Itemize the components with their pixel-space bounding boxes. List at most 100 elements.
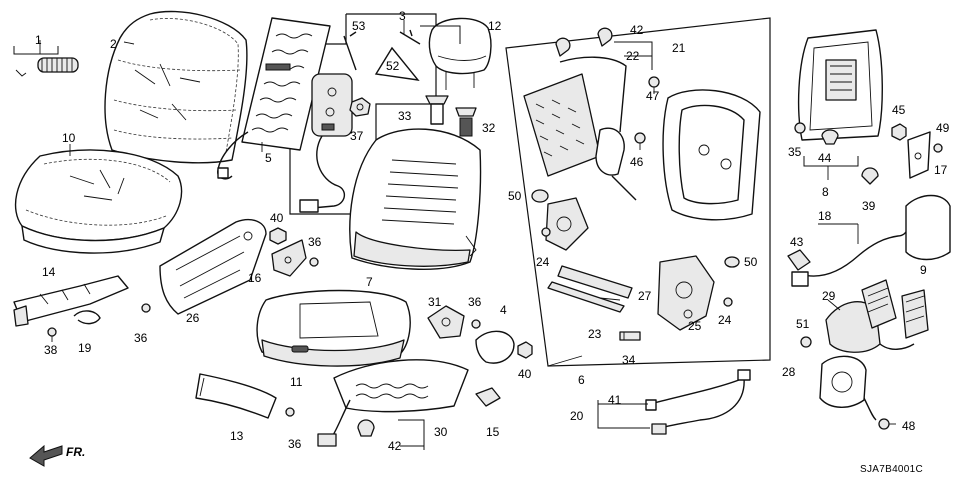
callout-40a: 40 xyxy=(270,211,284,225)
part-22-42-clips xyxy=(555,27,613,57)
part-46-screw xyxy=(634,132,646,150)
part-33-guide xyxy=(425,95,449,125)
part-49-screw xyxy=(933,143,943,153)
callout-14: 14 xyxy=(42,265,56,279)
callout-10: 10 xyxy=(62,131,76,145)
part-9-cover xyxy=(905,194,951,261)
callout-48: 48 xyxy=(902,419,916,433)
callout-38: 38 xyxy=(44,343,58,357)
part-5-seatback-heater xyxy=(217,17,331,180)
part-21-lumbar-support xyxy=(523,56,637,201)
callout-39: 39 xyxy=(862,199,876,213)
part-30-cushion-heater xyxy=(317,359,469,447)
part-36-bolts xyxy=(141,257,481,417)
callout-28: 28 xyxy=(782,365,796,379)
part-24-recliner xyxy=(541,197,733,307)
callout-42a: 42 xyxy=(630,23,644,37)
callout-1: 1 xyxy=(35,33,42,47)
callout-34: 34 xyxy=(622,353,636,367)
callout-36b: 36 xyxy=(134,331,148,345)
part-20-harness xyxy=(645,369,751,435)
callout-5: 5 xyxy=(265,151,272,165)
callout-8: 8 xyxy=(822,185,829,199)
callout-51: 51 xyxy=(796,317,810,331)
front-direction-arrow xyxy=(29,444,63,467)
callout-12: 12 xyxy=(488,19,502,33)
part-40-nut-upper xyxy=(269,227,287,245)
part-50-grommets xyxy=(531,189,740,268)
part-39-clip xyxy=(861,167,879,185)
diagram-code: SJA7B4001C xyxy=(860,464,923,475)
part-17-bracket xyxy=(907,131,931,179)
part-26-outer-cover xyxy=(159,218,267,315)
callout-36c: 36 xyxy=(468,295,482,309)
callout-45: 45 xyxy=(892,103,906,117)
part-38-bolt xyxy=(47,327,57,342)
part-19-rod xyxy=(73,310,101,325)
part-2-seatback-cover xyxy=(104,10,248,164)
part-13-front-trim xyxy=(195,373,277,419)
callout-42b: 42 xyxy=(388,439,402,453)
part-42-clip-lower xyxy=(357,419,375,437)
part-48-screw xyxy=(878,418,896,430)
callout-30: 30 xyxy=(434,425,448,439)
callout-32: 32 xyxy=(482,121,496,135)
callout-18: 18 xyxy=(818,209,832,223)
part-31-knob-base xyxy=(427,305,465,339)
part-1-clip-spring xyxy=(13,40,79,77)
callout-36d: 36 xyxy=(288,437,302,451)
callout-11: 11 xyxy=(290,375,303,389)
callout-53: 53 xyxy=(352,19,366,33)
callout-2: 2 xyxy=(110,37,117,51)
callout-44: 44 xyxy=(818,151,832,165)
callout-41: 41 xyxy=(608,393,622,407)
callout-26: 26 xyxy=(186,311,200,325)
callout-29: 29 xyxy=(822,289,836,303)
part-18-harness xyxy=(787,209,912,287)
callout-43: 43 xyxy=(790,235,804,249)
leader-lines xyxy=(398,25,859,450)
part-12-headrest xyxy=(428,17,492,90)
callout-36a: 36 xyxy=(308,235,322,249)
callout-20: 20 xyxy=(570,409,584,423)
callout-50a: 50 xyxy=(508,189,522,203)
part-14-rail-cover xyxy=(13,275,129,327)
callout-13: 13 xyxy=(230,429,244,443)
callout-25: 25 xyxy=(688,319,702,333)
callout-24b: 24 xyxy=(718,313,732,327)
callout-16: 16 xyxy=(248,271,262,285)
callout-19: 19 xyxy=(78,341,92,355)
part-8-back-panel xyxy=(797,29,883,141)
part-47-screw xyxy=(648,76,660,94)
callout-15: 15 xyxy=(486,425,500,439)
callout-33: 33 xyxy=(398,109,412,123)
callout-22: 22 xyxy=(626,49,640,63)
frame-group-outline xyxy=(505,17,771,367)
callout-17: 17 xyxy=(934,163,948,177)
part-27-23-rods xyxy=(547,265,633,313)
seatback-frame xyxy=(662,89,761,221)
callout-37: 37 xyxy=(350,129,364,143)
callout-40b: 40 xyxy=(518,367,532,381)
part-16-bracket xyxy=(271,239,307,277)
callout-6: 6 xyxy=(578,373,585,387)
callout-35: 35 xyxy=(788,145,802,159)
part-45-nut xyxy=(891,123,907,141)
part-40-nut-lower xyxy=(517,341,533,359)
callout-9: 9 xyxy=(920,263,927,277)
part-10-cushion-cover xyxy=(14,144,183,254)
part-3-harness xyxy=(299,20,421,213)
part-44-clips xyxy=(794,122,839,145)
part-32-guide xyxy=(455,107,477,137)
callout-52: 52 xyxy=(386,59,400,73)
callout-50b: 50 xyxy=(744,255,758,269)
part-34-bolt xyxy=(619,331,641,341)
callout-7: 7 xyxy=(366,275,373,289)
callout-46: 46 xyxy=(630,155,644,169)
callout-4: 4 xyxy=(500,303,507,317)
callout-21: 21 xyxy=(672,41,686,55)
part-7-seatback-pad xyxy=(349,128,482,270)
callout-3: 3 xyxy=(399,9,406,23)
